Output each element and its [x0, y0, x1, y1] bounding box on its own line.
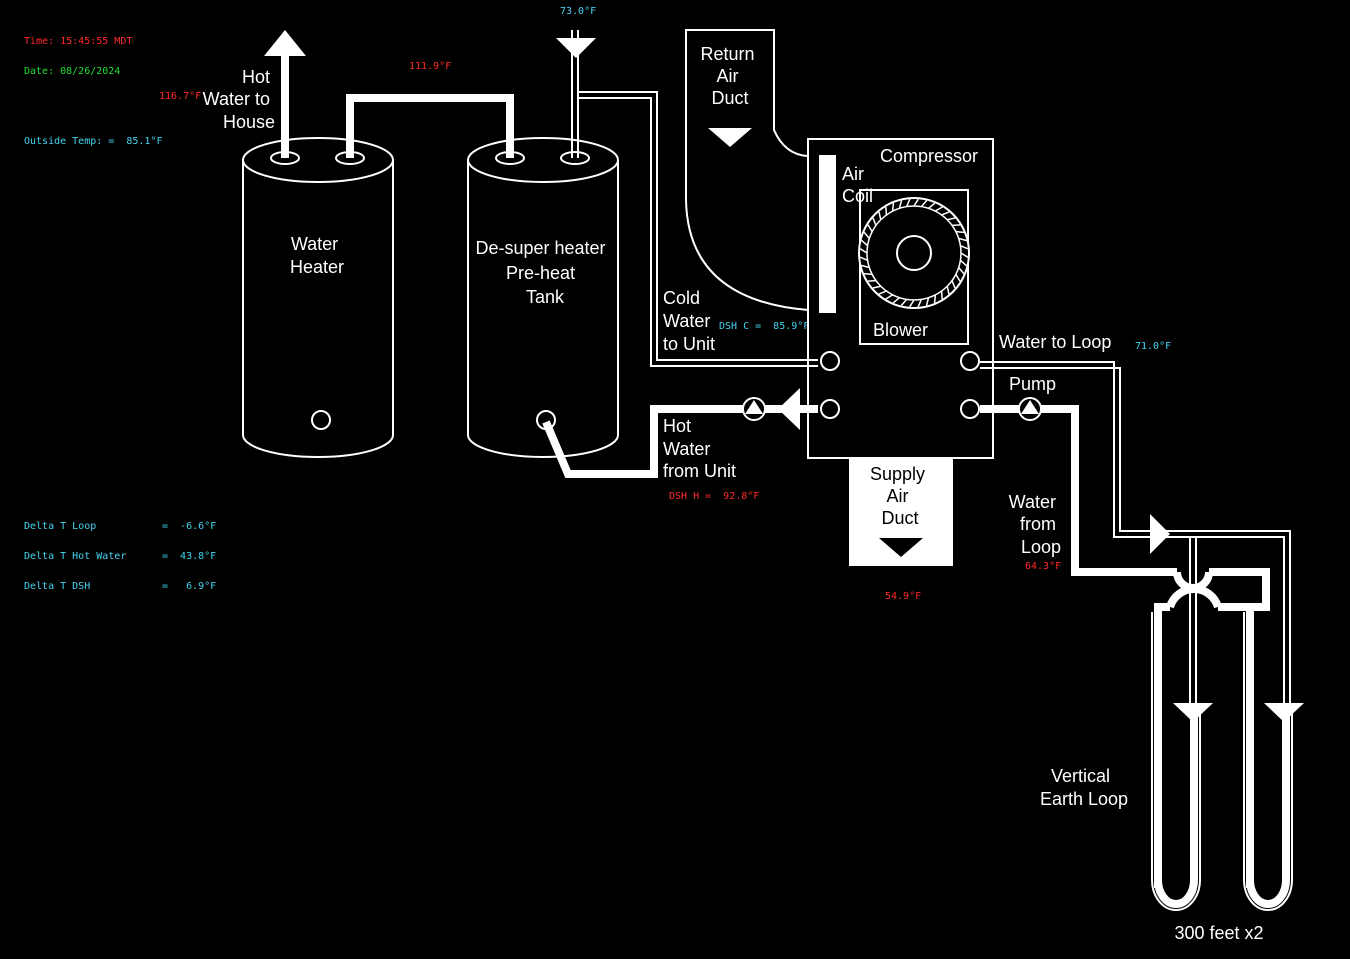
return-air-arrow-icon — [708, 128, 752, 147]
label-return-air-duct: Return Air Duct — [700, 44, 759, 108]
left-arrow-icon — [778, 388, 800, 430]
air-coil — [819, 155, 836, 313]
dsh-hot-temp: DSH H = 92.8°F — [669, 491, 760, 502]
supply-air-temp: 54.9°F — [885, 591, 922, 602]
delta-t-dsh-label: Delta T DSH — [24, 581, 91, 592]
label-compressor: Compressor — [880, 146, 978, 166]
dsh-pump-icon — [742, 397, 766, 421]
label-water-heater: Water Heater — [290, 234, 344, 277]
outside-temp-readout: Outside Temp: = 85.1°F — [24, 136, 163, 147]
label-water-from-loop: Water from Loop — [1009, 492, 1061, 557]
water-from-loop-temp: 64.3°F — [1025, 561, 1062, 572]
label-supply-air-duct: Supply Air Duct — [870, 464, 930, 528]
cold-inlet-arrow-icon — [556, 38, 596, 58]
unit-port-loop-in — [960, 399, 980, 419]
unit-port-hot-out — [820, 399, 840, 419]
label-air-coil: Air Coil — [842, 164, 873, 206]
desuper-heater-tank — [467, 137, 619, 458]
loop-pump-icon — [1018, 397, 1042, 421]
right-arrow-icon — [1150, 514, 1170, 554]
dsh-cold-temp: DSH C = 85.9°F — [719, 321, 810, 332]
pipe-water-to-loop — [980, 361, 1291, 708]
delta-t-loop-value: = -6.6°F — [162, 521, 217, 532]
return-air-duct — [685, 29, 809, 312]
supply-air-arrow-icon — [879, 538, 923, 557]
unit-port-cold-in — [820, 351, 840, 371]
delta-t-loop-label: Delta T Loop — [24, 521, 97, 532]
label-pump: Pump — [1009, 374, 1056, 394]
delta-t-hot-water-value: = 43.8°F — [162, 551, 217, 562]
hot-to-house-temp: 116.7°F — [159, 91, 202, 102]
pipe-hot-to-house — [264, 30, 306, 158]
label-loop-length: 300 feet x2 — [1174, 923, 1263, 943]
tank-to-heater-temp: 111.9°F — [409, 61, 452, 72]
time-readout: Time: 15:45:55 MDT — [24, 36, 133, 47]
earth-loop-right — [1243, 612, 1293, 911]
pipe-water-from-loop — [980, 405, 1270, 888]
water-to-loop-temp: 71.0°F — [1135, 341, 1172, 352]
pipe-tank-to-heater — [346, 94, 514, 158]
label-cold-water-to-unit: Cold Water to Unit — [663, 288, 715, 354]
label-hot-water-to-house: Hot Water to House — [203, 67, 275, 132]
delta-t-hot-water-label: Delta T Hot Water — [24, 551, 127, 562]
earth-loop-left — [1151, 612, 1201, 911]
cold-inlet-temp: 73.0°F — [560, 6, 597, 17]
label-vertical-earth-loop: Vertical Earth Loop — [1040, 766, 1128, 809]
up-arrow-icon — [264, 30, 306, 56]
label-water-to-loop: Water to Loop — [999, 332, 1111, 352]
water-heater-tank — [242, 137, 394, 458]
blower — [858, 189, 970, 345]
unit-port-loop-out — [960, 351, 980, 371]
label-hot-water-from-unit: Hot Water from Unit — [663, 416, 736, 481]
delta-t-dsh-value: = 6.9°F — [162, 581, 217, 592]
label-desuper-tank: De-super heater Pre-heat Tank — [475, 238, 610, 307]
label-blower: Blower — [873, 320, 928, 340]
date-readout: Date: 08/26/2024 — [24, 66, 121, 77]
